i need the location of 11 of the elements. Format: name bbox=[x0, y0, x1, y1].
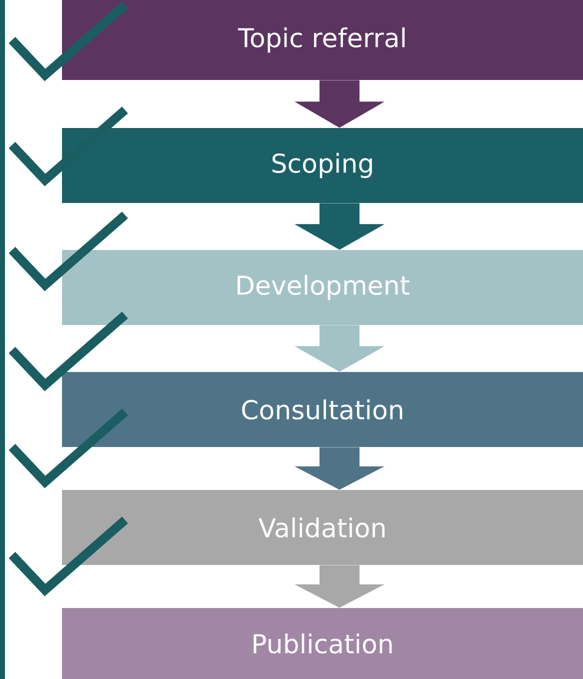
block-arrow bbox=[294, 447, 384, 490]
step-box: Development bbox=[62, 250, 583, 325]
block-arrow bbox=[294, 565, 384, 608]
block-arrow bbox=[294, 203, 384, 250]
step-box: Consultation bbox=[62, 372, 583, 447]
step-box: Publication bbox=[62, 608, 583, 679]
block-arrow bbox=[294, 325, 384, 372]
step-box: Validation bbox=[62, 490, 583, 565]
step-box: Scoping bbox=[62, 128, 583, 203]
step-box: Topic referral bbox=[62, 0, 583, 80]
block-arrow bbox=[294, 80, 384, 128]
